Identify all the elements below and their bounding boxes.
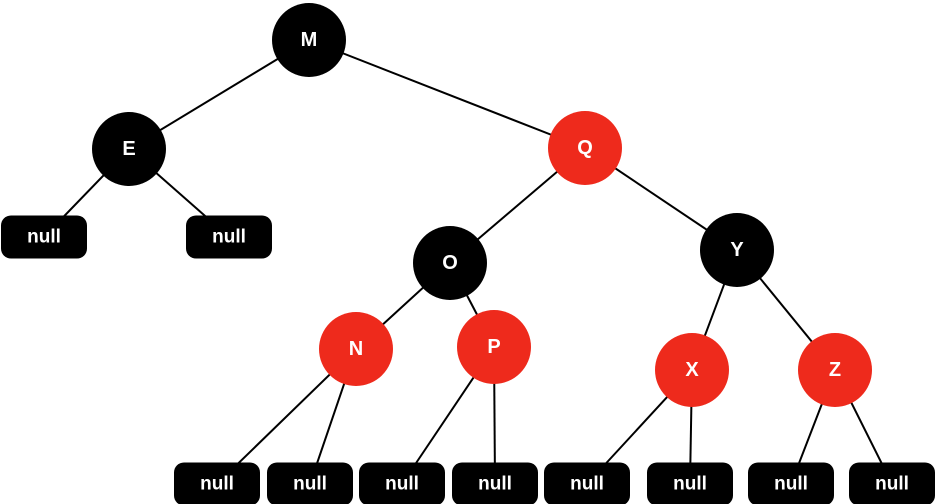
null-leaf-box <box>174 462 260 504</box>
red-node-circle <box>457 310 531 384</box>
null-leaf: null <box>647 462 733 504</box>
node-e: E <box>92 112 166 186</box>
red-node-circle <box>655 333 729 407</box>
node-q: Q <box>548 111 622 185</box>
null-leaf: null <box>1 215 87 259</box>
null-leaf-label: null <box>774 474 808 495</box>
node-z: Z <box>798 333 872 407</box>
null-leaf-label: null <box>478 474 512 495</box>
node-m: M <box>272 3 346 77</box>
null-leaves: null null null null null null null null null null <box>1 215 935 504</box>
null-leaf-box <box>647 462 733 504</box>
null-leaf-label: null <box>27 227 61 248</box>
null-leaf: null <box>359 462 445 504</box>
null-leaf: null <box>452 462 538 504</box>
red-node-circle <box>548 111 622 185</box>
null-leaf-box <box>1 215 87 259</box>
null-leaf-box <box>544 462 630 504</box>
edge-m-q <box>308 39 586 149</box>
null-leaf-box <box>186 215 272 259</box>
node-n: N <box>319 312 393 386</box>
null-leaf-box <box>267 462 353 504</box>
null-leaf: null <box>267 462 353 504</box>
null-leaf-box <box>748 462 834 504</box>
null-leaf-box <box>359 462 445 504</box>
node-label: Z <box>829 359 841 381</box>
null-leaf: null <box>174 462 260 504</box>
null-leaf: null <box>544 462 630 504</box>
null-leaf-box <box>452 462 538 504</box>
null-leaf: null <box>849 462 935 504</box>
null-leaf-label: null <box>875 474 909 495</box>
null-leaf-label: null <box>673 474 707 495</box>
null-leaf: null <box>186 215 272 259</box>
tree-nodes: M E Q O Y N P X Z <box>92 3 872 407</box>
node-label: X <box>685 359 699 381</box>
node-label: O <box>442 252 458 274</box>
null-leaf-box <box>849 462 935 504</box>
node-o: O <box>413 226 487 300</box>
null-leaf-label: null <box>293 474 327 495</box>
node-label: N <box>349 338 363 360</box>
node-y: Y <box>700 213 774 287</box>
black-node-circle <box>413 226 487 300</box>
null-leaf-label: null <box>570 474 604 495</box>
node-label: E <box>122 138 135 160</box>
node-x: X <box>655 333 729 407</box>
node-p: P <box>457 310 531 384</box>
null-leaf-label: null <box>385 474 419 495</box>
node-label: P <box>487 336 500 358</box>
node-label: Q <box>577 137 593 159</box>
null-leaf-label: null <box>200 474 234 495</box>
red-node-circle <box>319 312 393 386</box>
red-node-circle <box>798 333 872 407</box>
black-node-circle <box>92 112 166 186</box>
black-node-circle <box>700 213 774 287</box>
node-label: M <box>301 29 318 51</box>
black-node-circle <box>272 3 346 77</box>
null-leaf-label: null <box>212 227 246 248</box>
node-label: Y <box>730 239 744 261</box>
null-leaf: null <box>748 462 834 504</box>
